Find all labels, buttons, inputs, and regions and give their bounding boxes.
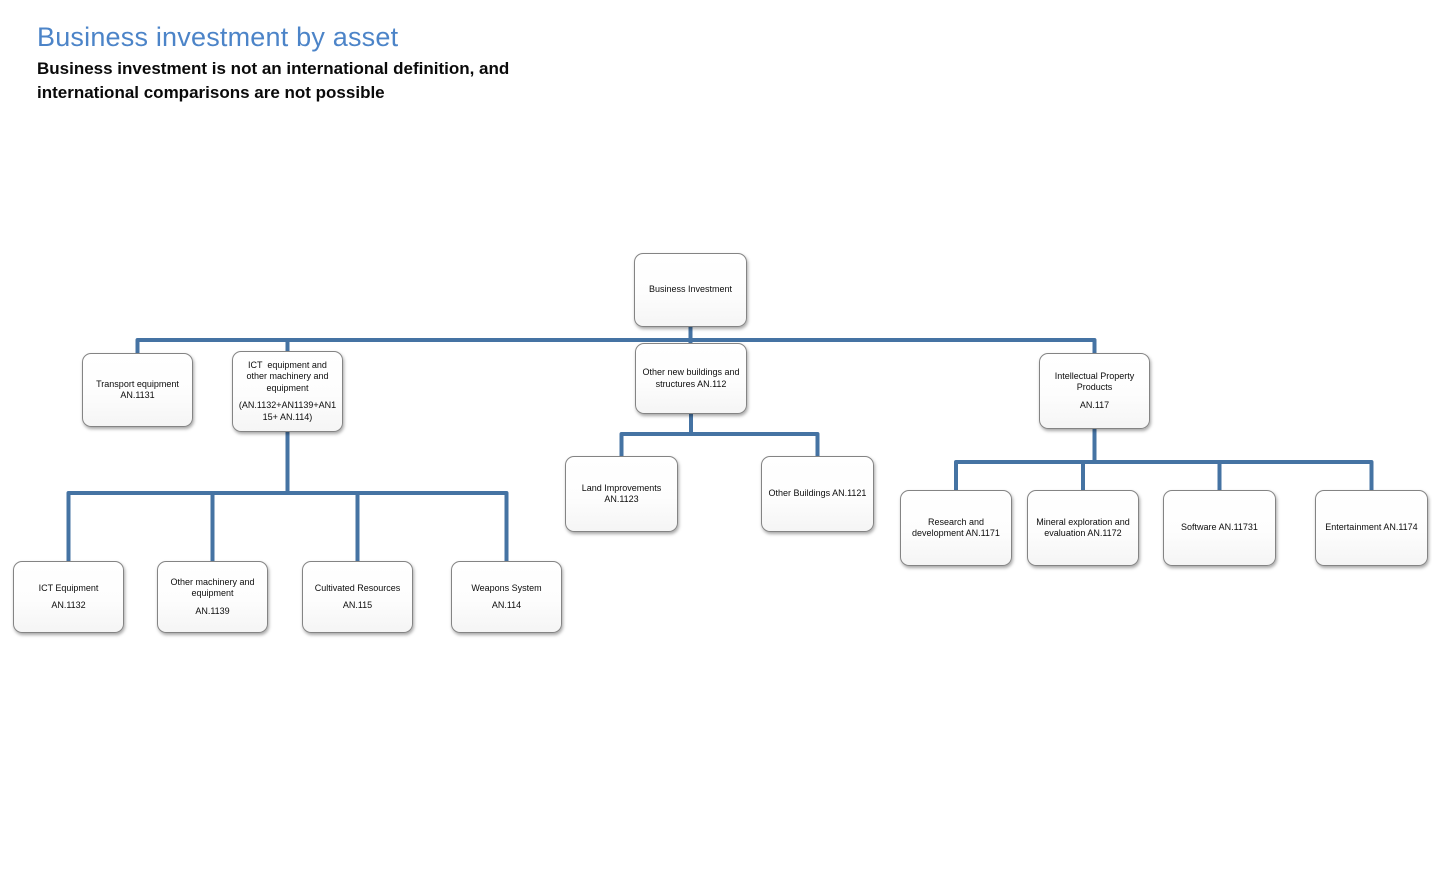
page-title: Business investment by asset bbox=[37, 22, 399, 52]
connector-ipp-rail bbox=[954, 460, 1374, 490]
connector-level1-rail bbox=[135, 338, 1097, 353]
org-node-entertainment-label: Entertainment AN.1174 bbox=[1325, 522, 1418, 533]
org-node-business-investment: Business Investment bbox=[634, 253, 747, 327]
connector-onb-rail bbox=[619, 432, 820, 456]
page-subtitle: Business investment is not an internatio… bbox=[37, 59, 510, 102]
org-node-software: Software AN.11731 bbox=[1163, 490, 1276, 566]
org-node-entertainment: Entertainment AN.1174 bbox=[1315, 490, 1428, 566]
org-node-other-buildings-label: Other Buildings AN.1121 bbox=[768, 488, 867, 499]
org-node-other-buildings: Other Buildings AN.1121 bbox=[761, 456, 874, 532]
connector-ict-rail bbox=[66, 491, 509, 561]
org-node-business-investment-label: Business Investment bbox=[648, 284, 733, 295]
org-node-software-label: Software AN.11731 bbox=[1181, 522, 1258, 533]
